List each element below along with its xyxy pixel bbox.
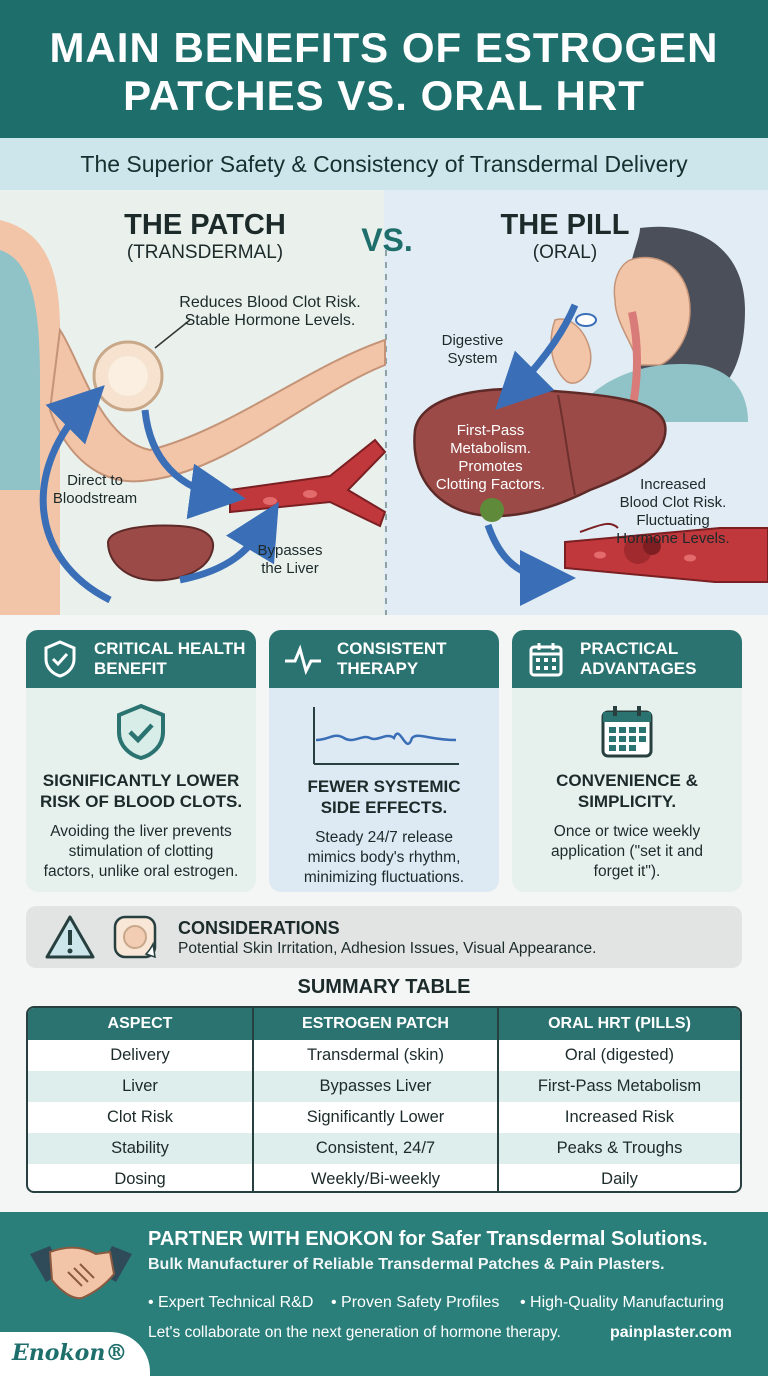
table-header-row: ASPECT ESTROGEN PATCH ORAL HRT (PILLS) [28, 1008, 740, 1040]
face [613, 256, 691, 366]
table-row: Liver Bypasses Liver First-Pass Metaboli… [28, 1071, 740, 1102]
comparison-illustration: THE PATCH (TRANSDERMAL) VS. THE PILL (OR… [0, 190, 768, 615]
digestive-system-label: Digestive System [441, 332, 504, 367]
patch-heading: THE PATCH (TRANSDERMAL) [100, 208, 310, 264]
pulse-wave-icon [285, 644, 321, 676]
patch-benefit-note: Reduces Blood Clot Risk. Stable Hormone … [179, 294, 361, 329]
first-pass-label: First-Pass Metabolism. Promotes Clotting… [435, 422, 546, 493]
considerations-description: Potential Skin Irritation, Adhesion Issu… [178, 940, 597, 957]
card-title: CONVENIENCE & SIMPLICITY. [556, 771, 698, 811]
column-header: ORAL HRT (PILLS) [497, 1008, 740, 1040]
card-title: SIGNIFICANTLY LOWER RISK OF BLOOD CLOTS. [39, 771, 243, 811]
card-header: PRACTICAL ADVANTAGES [512, 630, 742, 688]
pill-heading: THE PILL (ORAL) [470, 208, 660, 264]
card-description: Steady 24/7 release mimics body's rhythm… [303, 829, 465, 886]
pill-subtitle: (ORAL) [532, 242, 598, 263]
comparison-artwork [0, 220, 768, 615]
calendar-icon [529, 643, 563, 677]
table-row: Dosing Weekly/Bi-weekly Daily [28, 1164, 740, 1191]
arm [48, 327, 386, 483]
brand-logo: Enokon® [0, 1332, 150, 1376]
table-row: Stability Consistent, 24/7 Peaks & Troug… [28, 1133, 740, 1164]
footer-headline: PARTNER WITH ENOKON for Safer Transderma… [148, 1228, 708, 1250]
card-practical-advantages: PRACTICAL ADVANTAGES CONVENIENCE & SIMPL… [512, 630, 742, 892]
increased-risk-label: Increased Blood Clot Risk. Fluctuating H… [616, 476, 730, 547]
warning-icon [45, 915, 95, 959]
pill-icon [575, 313, 597, 327]
shield-check-icon [44, 640, 76, 678]
vs-label: VS. [361, 222, 413, 258]
title-line-1: MAIN BENEFITS OF ESTROGEN [49, 24, 719, 71]
handshake-icon [30, 1246, 132, 1300]
considerations-box: CONSIDERATIONS Potential Skin Irritation… [26, 906, 742, 968]
footer-bullet: • High-Quality Manufacturing [520, 1294, 724, 1311]
footer-url-link[interactable]: painplaster.com [610, 1324, 732, 1341]
card-description: Avoiding the liver prevents stimulation … [43, 823, 239, 880]
footer-bullet: • Expert Technical R&D [148, 1294, 314, 1311]
patch-title: THE PATCH [124, 209, 286, 241]
pill-title: THE PILL [500, 209, 630, 241]
page-title: MAIN BENEFITS OF ESTROGEN PATCHES VS. OR… [0, 24, 768, 120]
logo-text: Enokon® [12, 1340, 128, 1366]
card-title: FEWER SYSTEMIC SIDE EFFECTS. [307, 777, 461, 817]
footer-bullet: • Proven Safety Profiles [331, 1294, 500, 1311]
table-row: Delivery Transdermal (skin) Oral (digest… [28, 1040, 740, 1071]
card-description: Once or twice weekly application ("set i… [551, 823, 703, 880]
summary-title: SUMMARY TABLE [297, 976, 471, 998]
calendar-icon [601, 706, 653, 758]
column-header: ESTROGEN PATCH [252, 1008, 498, 1040]
steady-release-graph-icon [313, 707, 459, 765]
shield-check-icon [117, 703, 165, 761]
considerations-title: CONSIDERATIONS [178, 918, 340, 938]
patch-subtitle: (TRANSDERMAL) [126, 242, 284, 263]
blood-vessel-left [229, 438, 387, 528]
table-row: Clot Risk Significantly Lower Increased … [28, 1102, 740, 1133]
footer-cta: Let's collaborate on the next generation… [148, 1324, 561, 1341]
card-critical-health: CRITICAL HEALTH BENEFIT SIGNIFICANTLY LO… [26, 630, 256, 892]
liver-left [106, 524, 215, 582]
tank-top [0, 250, 40, 490]
benefit-cards: CRITICAL HEALTH BENEFIT SIGNIFICANTLY LO… [26, 630, 742, 892]
direct-bloodstream-label: Direct to Bloodstream [52, 472, 138, 507]
title-line-2: PATCHES VS. ORAL HRT [123, 72, 645, 119]
footer-subheadline: Bulk Manufacturer of Reliable Transderma… [148, 1256, 665, 1273]
card-header: CRITICAL HEALTH BENEFIT [26, 630, 256, 688]
card-header: CONSISTENT THERAPY [269, 630, 499, 688]
summary-table: ASPECT ESTROGEN PATCH ORAL HRT (PILLS) D… [26, 1006, 742, 1193]
patch-icon [113, 915, 157, 959]
hand [550, 318, 592, 384]
column-header: ASPECT [28, 1008, 253, 1040]
page-header: MAIN BENEFITS OF ESTROGEN PATCHES VS. OR… [0, 0, 768, 138]
card-consistent-therapy: CONSISTENT THERAPY FEWER SYSTEMIC SIDE E… [269, 630, 499, 892]
page-subtitle: The Superior Safety & Consistency of Tra… [0, 138, 768, 190]
bypass-liver-label: Bypasses the Liver [257, 542, 323, 577]
